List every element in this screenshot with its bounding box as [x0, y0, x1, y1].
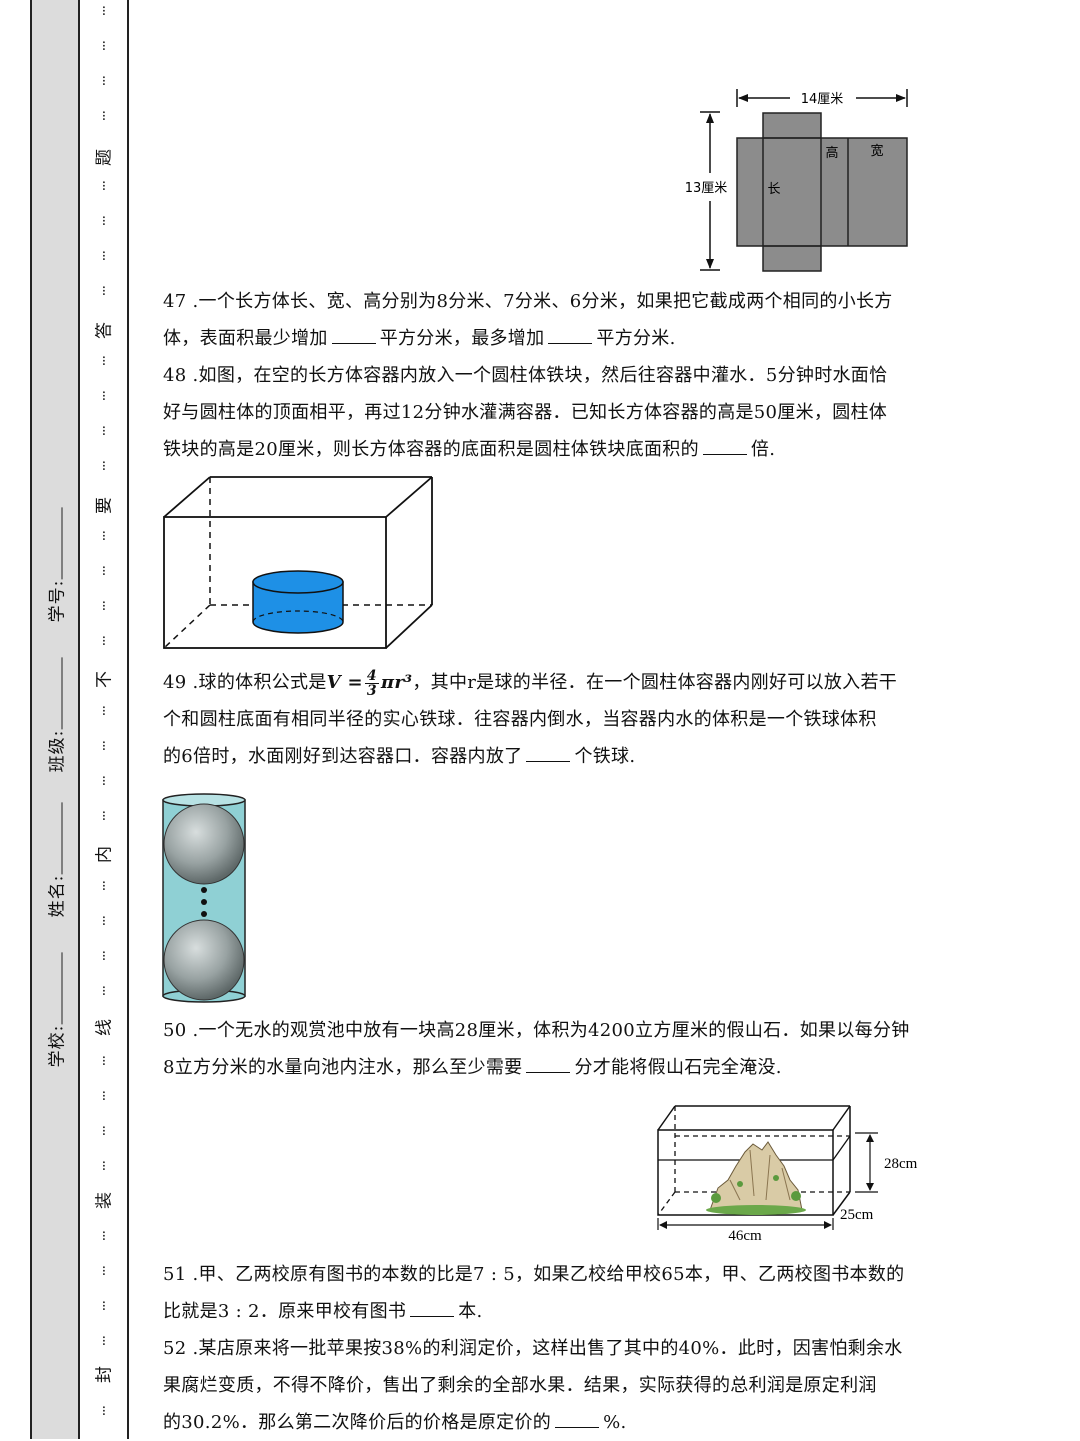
class-label: 班级: [47, 729, 68, 773]
dot-leader: ··· [95, 705, 111, 716]
class-field[interactable]: 班级: [43, 657, 68, 773]
seal-char: 线 [94, 1019, 115, 1036]
q52-line3: 的30.2%．那么第二次降价后的价格是原定价的%. [163, 1404, 923, 1441]
dot-leader: ··· [95, 460, 111, 471]
answer-blank[interactable] [702, 436, 747, 455]
answer-blank[interactable] [526, 1054, 571, 1073]
dot-leader: ··· [95, 1125, 111, 1136]
question-48: 48 .如图，在空的长方体容器内放入一个圆柱体铁块，然后往容器中灌水．5分钟时水… [163, 357, 923, 468]
dot-leader: ··· [95, 810, 111, 821]
seal-char: 内 [94, 846, 115, 863]
binding-line [127, 0, 129, 1439]
binding-strip [30, 0, 80, 1439]
dot-leader: ··· [95, 40, 111, 51]
pond-rock-figure: 28cm 25cm 46cm [657, 1105, 918, 1244]
name-label: 姓名: [47, 874, 68, 918]
question-47: 47 .一个长方体长、宽、高分别为8分米、7分米、6分米，如果把它截成两个相同的… [163, 283, 923, 357]
dot-leader: ··· [95, 1160, 111, 1171]
dot-leader: ··· [95, 250, 111, 261]
dot-leader: ··· [95, 110, 111, 121]
question-52: 52 .某店原来将一批苹果按38%的利润定价，这样出售了其中的40%．此时，因害… [163, 1330, 923, 1441]
q49-line2: 个和圆柱底面有相同半径的实心铁球．往容器内倒水，当容器内水的体积是一个铁球体积 [163, 709, 877, 730]
dot-leader: ··· [95, 950, 111, 961]
dot-leader: ··· [95, 600, 111, 611]
q52-line2: 果腐烂变质，不得不降价，售出了剩余的全部水果．结果，实际获得的总利润是原定利润 [163, 1375, 877, 1396]
dot-leader: ··· [95, 775, 111, 786]
dot-leader: ··· [95, 1300, 111, 1311]
seal-char: 题 [94, 149, 115, 166]
school-label: 学校: [47, 1024, 68, 1068]
net-face-high: 高 [825, 145, 838, 161]
dot-leader: ··· [95, 75, 111, 86]
dot-leader: ··· [95, 880, 111, 891]
question-50: 50 .一个无水的观赏池中放有一块高28厘米，体积为4200立方厘米的假山石．如… [163, 1012, 923, 1086]
net-width-label: 14厘米 [801, 92, 844, 107]
answer-blank[interactable] [410, 1298, 455, 1317]
q51-line2: 比就是3 : 2．原来甲校有图书本. [163, 1293, 923, 1330]
dot-leader: ··· [95, 565, 111, 576]
q47-line1: 47 .一个长方体长、宽、高分别为8分米、7分米、6分米，如果把它截成两个相同的… [163, 291, 893, 312]
dot-leader: ··· [95, 5, 111, 16]
dot-leader: ··· [95, 740, 111, 751]
cylinder-spheres-figure [162, 793, 246, 1003]
dot-leader: ··· [95, 915, 111, 926]
pond-depth-label: 25cm [840, 1207, 874, 1223]
dot-leader: ··· [95, 985, 111, 996]
dot-leader: ··· [95, 530, 111, 541]
dot-leader: ··· [95, 215, 111, 226]
dot-leader: ··· [95, 635, 111, 646]
q50-line2: 8立方分米的水量向池内注水，那么至少需要分才能将假山石完全淹没. [163, 1049, 923, 1086]
dot-leader: ··· [95, 285, 111, 296]
student-id-label: 学号: [47, 579, 68, 623]
pond-height-label: 28cm [884, 1156, 918, 1172]
pond-length-label: 46cm [728, 1228, 762, 1244]
dot-leader: ··· [95, 1055, 111, 1066]
seal-char: 不 [94, 671, 115, 688]
student-id-field[interactable]: 学号: [43, 507, 68, 623]
net-face-wide: 宽 [870, 143, 883, 159]
seal-char: 答 [94, 322, 115, 339]
school-field[interactable]: 学校: [43, 952, 68, 1068]
dot-leader: ··· [95, 180, 111, 191]
q47-line2: 体，表面积最少增加平方分米，最多增加平方分米. [163, 320, 923, 357]
q48-line1: 48 .如图，在空的长方体容器内放入一个圆柱体铁块，然后往容器中灌水．5分钟时水… [163, 365, 888, 386]
q49-line3: 的6倍时，水面刚好到达容器口．容器内放了个铁球. [163, 738, 923, 775]
dot-leader: ··· [95, 1335, 111, 1346]
question-51: 51 .甲、乙两校原有图书的本数的比是7 : 5，如果乙校给甲校65本，甲、乙两… [163, 1256, 923, 1330]
net-height-label: 13厘米 [685, 181, 728, 196]
answer-blank[interactable] [331, 325, 376, 344]
name-field[interactable]: 姓名: [43, 802, 68, 918]
answer-blank[interactable] [548, 325, 593, 344]
q52-line1: 52 .某店原来将一批苹果按38%的利润定价，这样出售了其中的40%．此时，因害… [163, 1338, 903, 1359]
q48-line3: 铁块的高是20厘米，则长方体容器的底面积是圆柱体铁块底面积的倍. [163, 431, 923, 468]
dot-leader: ··· [95, 355, 111, 366]
dot-leader: ··· [95, 1265, 111, 1276]
dot-leader: ··· [95, 425, 111, 436]
container-cylinder-figure [163, 476, 433, 649]
seal-char: 要 [94, 497, 115, 514]
formula-rest: πr³ [380, 672, 413, 693]
formula-v: V = [326, 672, 363, 693]
q48-line2: 好与圆柱体的顶面相平，再过12分钟水灌满容器．已知长方体容器的高是50厘米，圆柱… [163, 402, 888, 423]
dot-leader: ··· [95, 1405, 111, 1416]
dot-leader: ··· [95, 1230, 111, 1241]
answer-blank[interactable] [526, 743, 571, 762]
answer-blank[interactable] [555, 1409, 600, 1428]
q51-line1: 51 .甲、乙两校原有图书的本数的比是7 : 5，如果乙校给甲校65本，甲、乙两… [163, 1264, 905, 1285]
seal-char: 装 [94, 1192, 115, 1209]
dot-leader: ··· [95, 390, 111, 401]
box-net-figure: 14厘米 13厘米 长 高 宽 [685, 89, 908, 272]
q50-line1: 50 .一个无水的观赏池中放有一块高28厘米，体积为4200立方厘米的假山石．如… [163, 1020, 910, 1041]
net-face-long: 长 [767, 182, 780, 197]
seal-char: 封 [94, 1366, 115, 1383]
seal-line-column: 题 答 要 不 内 线 装 封 ··· ··· ··· ··· ··· ··· ··· ···… [92, 0, 115, 1439]
dot-leader: ··· [95, 1090, 111, 1101]
